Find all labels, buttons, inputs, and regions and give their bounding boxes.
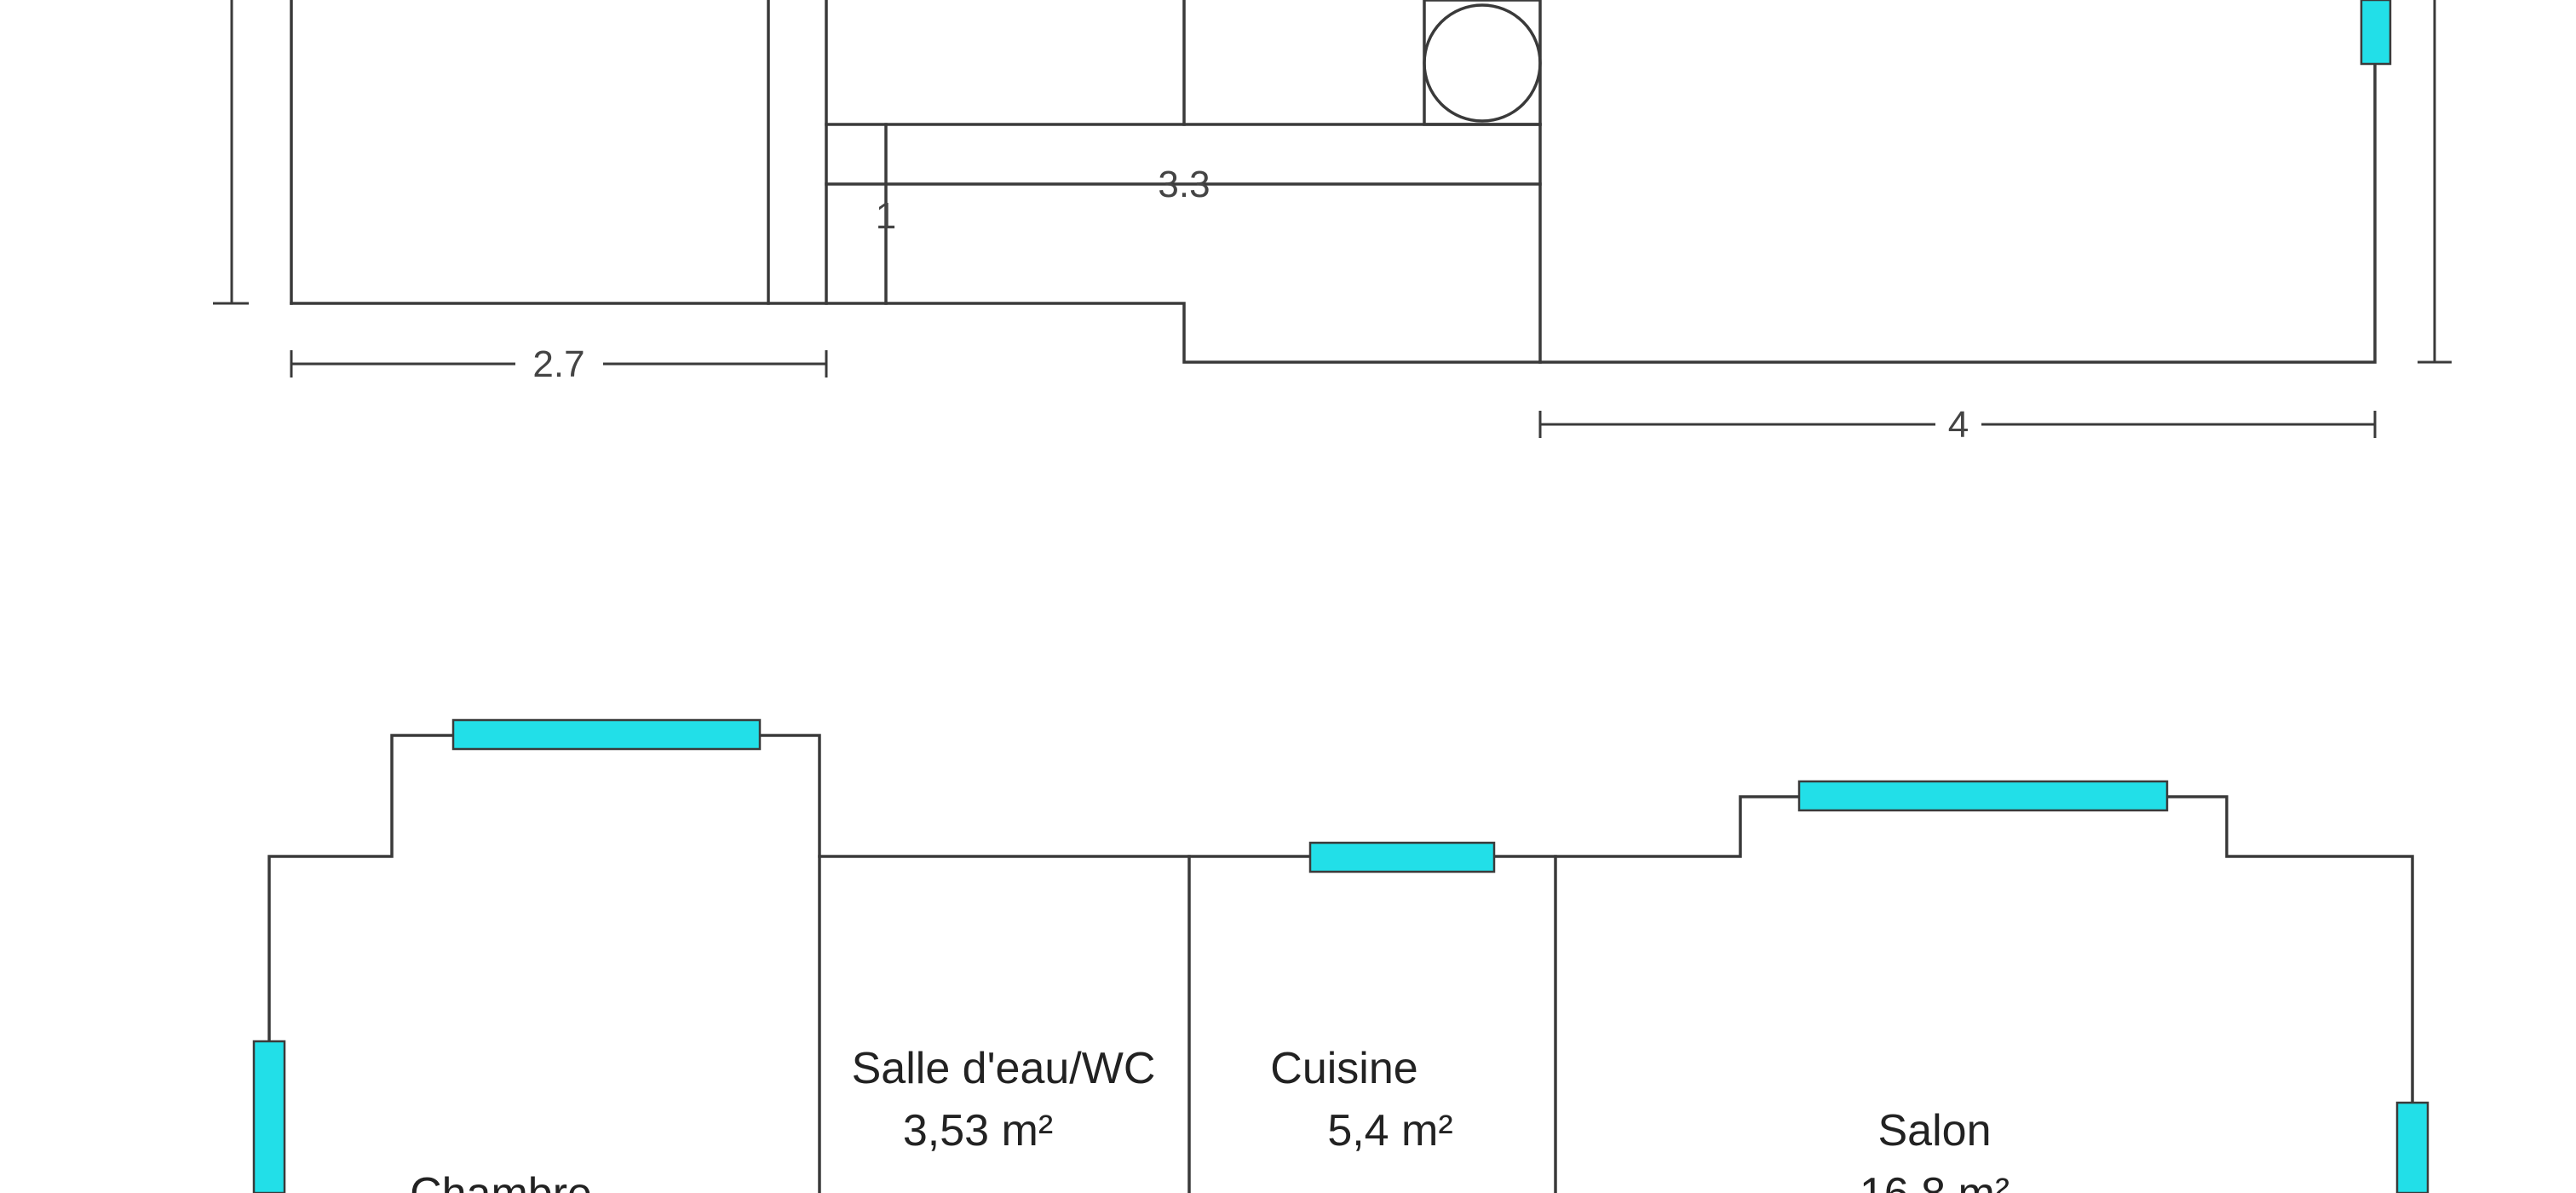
upper-plan: 3.3 1 2.7 4 — [213, 0, 2452, 446]
dimension-label-1: 1 — [876, 195, 896, 237]
lower-outer-wall — [267, 734, 2414, 1193]
room-name-chambre: Chambre — [410, 1169, 592, 1193]
window — [2395, 1101, 2429, 1193]
window — [1308, 841, 1496, 873]
lower-plan: Salle d'eau/WC 3,53 m² Cuisine 5,4 m² Sa… — [252, 718, 2429, 1193]
window — [451, 718, 762, 751]
dimension-label-4: 4 — [1948, 404, 1969, 446]
upper-outer-wall — [290, 62, 2377, 364]
room-name-salon: Salon — [1878, 1106, 1992, 1156]
room-area-cuisine: 5,4 m² — [1327, 1106, 1452, 1156]
dimension-label-2-7: 2.7 — [532, 343, 584, 385]
boiler-circle — [1423, 3, 1542, 123]
window — [252, 1040, 286, 1193]
room-area-salle-eau: 3,53 m² — [903, 1106, 1053, 1156]
room-area-salon: 16,8 m² — [1860, 1169, 2010, 1193]
room-name-salle-eau: Salle d'eau/WC — [852, 1044, 1156, 1093]
window — [2360, 0, 2392, 66]
window — [1797, 780, 2169, 812]
dimension-label-3-3: 3.3 — [1158, 164, 1210, 205]
room-name-cuisine: Cuisine — [1270, 1044, 1417, 1093]
